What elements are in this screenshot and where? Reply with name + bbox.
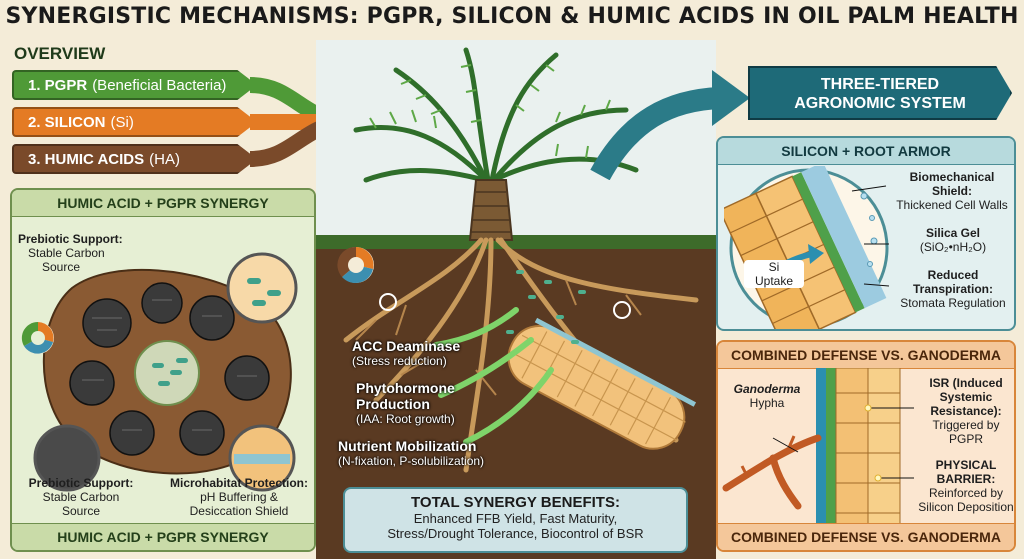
overview-item-label: 3. HUMIC ACIDS xyxy=(28,150,145,168)
label-line: Silicon Deposition xyxy=(918,500,1014,514)
page-title: SYNERGISTIC MECHANISMS: PGPR, SILICON & … xyxy=(5,4,1019,29)
ganoderma-isr-label: ISR (Induced Systemic Resistance): Trigg… xyxy=(914,376,1014,446)
label-line: Triggered by PGPR xyxy=(932,418,1000,446)
overview-item-label: 2. SILICON xyxy=(28,113,106,131)
label-line: Source xyxy=(42,260,81,274)
mechanism-phytohormone: Phytohormone Production (IAA: Root growt… xyxy=(356,380,455,426)
mechanism-desc: (N-fixation, P-solubilization) xyxy=(338,454,485,468)
label-line: Stomata Regulation xyxy=(900,296,1006,310)
label-line: Uptake xyxy=(754,274,794,288)
si-shield-label: Biomechanical Shield: Thickened Cell Wal… xyxy=(888,170,1014,212)
ganoderma-panel-footer: COMBINED DEFENSE VS. GANODERMA xyxy=(718,523,1014,550)
si-gel-label: Silica Gel (SiO₂•nH₂O) xyxy=(890,226,1014,254)
si-transpiration-label: Reduced Transpiration: Stomata Regulatio… xyxy=(890,268,1014,310)
overview-item-silicon: 2. SILICON (Si) xyxy=(12,107,257,137)
humic-pgpr-panel: HUMIC ACID + PGPR SYNERGY Prebiotic Supp… xyxy=(10,188,316,552)
label-title: Microhabitat Protection: xyxy=(169,476,308,490)
label-title: Silica Gel xyxy=(925,226,981,240)
overview-item-sub: (Si) xyxy=(110,113,134,131)
mechanism-title: ACC Deaminase xyxy=(352,338,461,354)
system-box-line2: AGRONOMIC SYSTEM xyxy=(794,95,966,112)
mechanism-title: Nutrient Mobilization xyxy=(338,438,477,454)
ganoderma-defense-illustration xyxy=(722,368,914,528)
total-heading: TOTAL SYNERGY BENEFITS: xyxy=(411,494,620,511)
system-arrow xyxy=(590,70,750,180)
label-title: BARRIER: xyxy=(936,472,996,486)
mechanism-desc: (IAA: Root growth) xyxy=(356,412,455,426)
label-line: pH Buffering & xyxy=(200,490,278,504)
label-title: PHYSICAL xyxy=(935,458,997,472)
label-title: Resistance): xyxy=(930,404,1002,418)
label-line: Si xyxy=(768,260,780,274)
humic-panel-footer: HUMIC ACID + PGPR SYNERGY xyxy=(12,523,314,550)
humic-panel-header: HUMIC ACID + PGPR SYNERGY xyxy=(12,190,314,217)
humic-label-bottom-left: Prebiotic Support: Stable Carbon Source xyxy=(16,476,146,518)
label-line: (SiO₂•nH₂O) xyxy=(919,240,987,254)
total-line: Stress/Drought Tolerance, Biocontrol of … xyxy=(387,526,644,541)
label-title: Systemic xyxy=(939,390,993,404)
overview-item-sub: (Beneficial Bacteria) xyxy=(92,76,227,94)
silicon-root-armor-panel: SILICON + ROOT ARMOR Si Uptake Biomechan… xyxy=(716,136,1016,331)
label-line: Stable Carbon xyxy=(28,246,105,260)
label-title: Transpiration: xyxy=(912,282,993,296)
mechanism-title: Phytohormone xyxy=(356,380,455,396)
overview-item-humic: 3. HUMIC ACIDS (HA) xyxy=(12,144,257,174)
mechanism-desc: (Stress reduction) xyxy=(352,354,447,368)
label-line: Hypha xyxy=(749,396,785,410)
total-synergy-box: TOTAL SYNERGY BENEFITS: Enhanced FFB Yie… xyxy=(343,487,688,553)
humic-label-top: Prebiotic Support: Stable Carbon Source xyxy=(18,232,148,274)
overview-item-sub: (HA) xyxy=(149,150,180,168)
label-line: Source xyxy=(61,504,101,518)
label-title: Shield: xyxy=(931,184,972,198)
mechanism-title2: Production xyxy=(356,396,430,412)
ganoderma-defense-panel: COMBINED DEFENSE VS. GANODERMA Ganoderma… xyxy=(716,340,1016,552)
label-line: Thickened Cell Walls xyxy=(896,198,1008,212)
overview-item-pgpr: 1. PGPR (Beneficial Bacteria) xyxy=(12,70,257,100)
humic-label-bottom-right: Microhabitat Protection: pH Buffering & … xyxy=(162,476,314,518)
overview-heading: OVERVIEW xyxy=(14,44,106,63)
silicon-cell-illustration xyxy=(724,166,890,329)
label-line: Reinforced by xyxy=(928,486,1004,500)
label-title: Prebiotic Support: xyxy=(28,476,134,490)
silicon-panel-header: SILICON + ROOT ARMOR xyxy=(718,138,1014,165)
ganoderma-panel-header: COMBINED DEFENSE VS. GANODERMA xyxy=(718,342,1014,369)
mechanism-nutrient: Nutrient Mobilization (N-fixation, P-sol… xyxy=(338,438,484,468)
chart-ring-icon xyxy=(337,246,374,284)
label-title: Prebiotic Support: xyxy=(18,232,123,246)
label-title: ISR (Induced xyxy=(929,376,1003,390)
humic-aggregate-illustration xyxy=(21,252,298,492)
total-line: Enhanced FFB Yield, Fast Maturity, xyxy=(413,511,618,526)
label-title: Ganoderma xyxy=(733,382,801,396)
label-title: Reduced xyxy=(927,268,979,282)
label-line: Stable Carbon xyxy=(42,490,120,504)
three-tiered-system-box: THREE-TIERED AGRONOMIC SYSTEM xyxy=(748,66,1012,120)
ganoderma-fungus-label: Ganoderma Hypha xyxy=(722,382,812,410)
label-title: Biomechanical xyxy=(909,170,995,184)
system-box-line1: THREE-TIERED xyxy=(820,76,940,93)
si-uptake-label: Si Uptake xyxy=(744,260,804,288)
label-line: Desiccation Shield xyxy=(189,504,289,518)
mechanism-acc: ACC Deaminase (Stress reduction) xyxy=(352,338,460,368)
overview-item-label: 1. PGPR xyxy=(28,76,88,94)
ganoderma-barrier-label: PHYSICAL BARRIER: Reinforced by Silicon … xyxy=(914,458,1014,514)
